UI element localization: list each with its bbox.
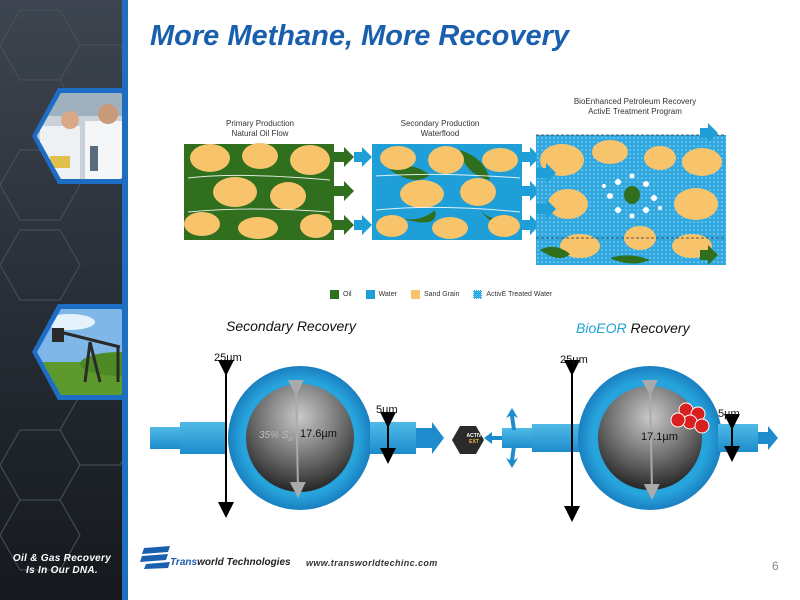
page-number: 6 <box>772 559 779 573</box>
grain-size-arrow-left <box>287 379 306 498</box>
activ-badge-label: ACTIV EXT <box>458 433 490 445</box>
activ-badge-line2: EXT <box>469 439 479 445</box>
inlet-pipe-right <box>502 428 532 448</box>
legend-swatch-activ <box>473 290 483 299</box>
panel-title-bioenhanced: BioEnhanced Petroleum Recovery ActivE Tr… <box>545 97 725 117</box>
panel-secondary-line1: Secondary Production <box>400 119 480 128</box>
legend: Oil Water Sand Grain ActivE Treated Wate… <box>330 290 566 299</box>
saturation-text: 35% S <box>259 430 289 441</box>
bioeor-label-accent: BioEOR <box>576 320 627 336</box>
outlet-throat-left <box>370 422 416 454</box>
legend-swatch-water <box>365 290 375 299</box>
legend-label-water: Water <box>378 291 397 298</box>
legend-item-water: Water <box>365 290 397 299</box>
sidebar-tagline: Oil & Gas Recovery Is In Our DNA. <box>2 553 122 577</box>
logo-word2: world Technologies <box>197 557 291 568</box>
secondary-production-diagram <box>354 144 540 240</box>
legend-item-sand: Sand Grain <box>410 290 460 299</box>
bioeor-recovery-label: BioEOR Recovery <box>576 320 690 336</box>
legend-swatch-sand <box>410 290 420 299</box>
bioeor-label-rest: Recovery <box>626 320 690 336</box>
pore-size-label-left: 25µm <box>214 352 242 364</box>
legend-label-activ: ActivE Treated Water <box>486 291 553 298</box>
legend-label-oil: Oil <box>343 291 352 298</box>
sidebar <box>0 0 128 600</box>
slide-title: More Methane, More Recovery <box>150 20 570 52</box>
panel-primary-line1: Primary Production <box>225 119 295 128</box>
tagline-line1: Oil & Gas Recovery <box>12 553 112 564</box>
microbe-cluster-icon <box>670 402 710 434</box>
pore-throat-diagrams <box>150 360 778 522</box>
panel-title-secondary: Secondary Production Waterflood <box>380 119 500 139</box>
transworld-logo-text: Transworld Technologies <box>170 557 291 568</box>
outlet-throat-right <box>718 424 758 452</box>
legend-label-sand: Sand Grain <box>423 291 460 298</box>
primary-production-diagram <box>184 143 354 240</box>
splash-arrows <box>484 408 518 468</box>
outlet-arrow-right <box>758 426 778 450</box>
panel-title-primary: Primary Production Natural Oil Flow <box>200 119 320 139</box>
bioeor-pore-diagram <box>484 360 778 522</box>
throat-size-label-right: 5µm <box>718 408 740 420</box>
saturation-label: 35% So <box>259 430 292 443</box>
pore-size-label-right: 25µm <box>560 354 588 366</box>
pump-jack-photo <box>32 304 128 400</box>
grain-size-label-left: 17.6µm <box>300 428 337 440</box>
inlet-throat-right <box>532 424 582 452</box>
inlet-throat-left <box>180 422 226 454</box>
outlet-arrow-left <box>416 422 444 454</box>
logo-word1: Trans <box>170 557 198 568</box>
activ-badge-line1: ACTIV <box>466 433 482 439</box>
panel-bio-line2: ActivE Treatment Program <box>588 107 682 116</box>
panel-secondary-line2: Waterflood <box>420 129 460 138</box>
lab-scientist-photo <box>32 88 128 184</box>
legend-item-activ: ActivE Treated Water <box>473 290 552 299</box>
secondary-recovery-label: Secondary Recovery <box>226 318 356 334</box>
grain-size-arrow-right <box>641 379 660 500</box>
panel-primary-line2: Natural Oil Flow <box>231 129 289 138</box>
panel-bio-line1: BioEnhanced Petroleum Recovery <box>573 97 697 106</box>
activ-badge <box>452 426 484 454</box>
secondary-pore-diagram <box>150 360 444 518</box>
footer-url[interactable]: www.transworldtechinc.com <box>306 558 438 568</box>
legend-item-oil: Oil <box>330 290 352 299</box>
tagline-line2: Is In Our DNA. <box>26 565 98 576</box>
pore-diagrams <box>184 123 726 265</box>
throat-size-label-left: 5µm <box>376 404 398 416</box>
transworld-logo-icon <box>140 546 170 569</box>
sidebar-accent-strip <box>122 0 128 600</box>
grain-size-label-right: 17.1µm <box>641 431 678 443</box>
saturation-subscript: o <box>288 436 293 443</box>
bioenhanced-recovery-diagram <box>536 123 726 265</box>
legend-swatch-oil <box>330 290 339 299</box>
